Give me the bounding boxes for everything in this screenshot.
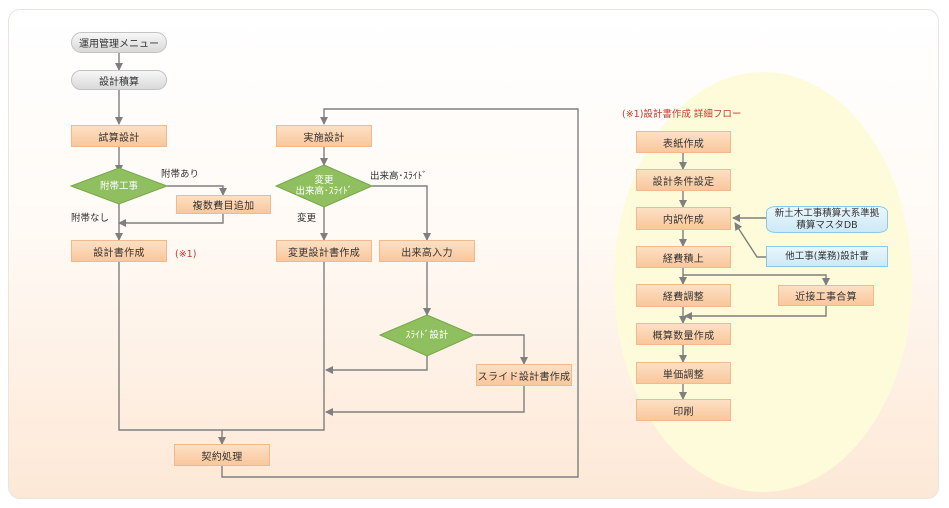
db-name-line1: 新土木工事積算大系準拠	[774, 207, 880, 219]
other-work-doc-box: 他工事(業務)設計書	[766, 246, 888, 267]
trial-design-box: 試算設計	[71, 125, 167, 147]
decision-change-shape	[274, 164, 374, 208]
slide-design-doc-box: スライド設計書作成	[476, 364, 572, 386]
decision-slide-shape	[378, 314, 476, 357]
arrow-change-doc-to-contract	[222, 262, 325, 431]
decision-slide-text: ｽﾗｲﾄﾞ設計	[405, 329, 449, 341]
label-change: 変更	[297, 213, 317, 224]
arrow-contract-loop	[221, 108, 579, 478]
print-box: 印刷	[636, 399, 731, 421]
design-conditions-box: 設計条件設定	[636, 169, 731, 191]
decision-change-line2: 出来高･ｽﾗｲﾄﾞ	[295, 186, 353, 197]
adjacent-work-total-box: 近接工事合算	[778, 285, 874, 306]
cover-page-box: 表紙作成	[636, 131, 731, 153]
add-multiple-cost-box: 複数費目追加	[176, 195, 271, 214]
arrow-progress-branch	[372, 185, 431, 241]
label-without-incidental: 附帯なし	[71, 213, 110, 224]
arrow-multiple-back	[118, 214, 224, 227]
accounting-master-db: 新土木工事積算大系準拠 積算マスタDB	[766, 206, 888, 233]
approx-quantity-box: 概算数量作成	[636, 323, 731, 345]
breakdown-box: 内訳作成	[636, 207, 731, 230]
change-design-doc-box: 変更設計書作成	[276, 240, 372, 262]
decision-slide-label: ｽﾗｲﾄﾞ設計	[390, 328, 464, 342]
decision-change-line1: 変更	[314, 175, 334, 186]
contract-processing-box: 契約処理	[174, 444, 270, 466]
implementation-design-box: 実施設計	[276, 125, 372, 147]
db-name-line2: 積算マスタDB	[796, 219, 858, 231]
other-work-doc-text: 他工事(業務)設計書	[785, 250, 869, 262]
terminal-estimate: 設計積算	[71, 70, 167, 90]
decision-change-label: 変更 出来高･ｽﾗｲﾄﾞ	[284, 174, 364, 198]
arrow-other-to-breakdown	[734, 222, 766, 258]
decision-incidental-shape	[69, 167, 169, 205]
arrow-slide-yes	[474, 334, 528, 365]
label-progress-slide: 出来高･ｽﾗｲﾄﾞ	[370, 171, 428, 182]
expense-adjustment-box: 経費調整	[636, 284, 731, 307]
arrow-adjacent-back	[684, 306, 827, 320]
arrow-design-doc-to-contract	[118, 262, 226, 445]
arrow-to-adjacent	[683, 274, 830, 286]
label-with-incidental: 附帯あり	[161, 169, 200, 180]
note-ref-1: (※1)	[175, 249, 197, 260]
unit-price-adjustment-box: 単価調整	[636, 362, 731, 384]
terminal-menu: 運用管理メニュー	[71, 32, 167, 53]
expense-accumulation-box: 経費積上	[636, 246, 731, 268]
arrow-slide-doc-back	[325, 386, 525, 416]
arrow-incidental-yes	[167, 185, 227, 196]
detail-flow-title: (※1)設計書作成 詳細フロー	[622, 109, 742, 120]
decision-incidental-text: 附帯工事	[99, 180, 138, 192]
progress-input-box: 出来高入力	[379, 240, 475, 262]
arrow-slide-no	[325, 356, 428, 374]
decision-incidental-label: 附帯工事	[81, 179, 157, 193]
create-design-doc-box: 設計書作成	[71, 240, 167, 262]
